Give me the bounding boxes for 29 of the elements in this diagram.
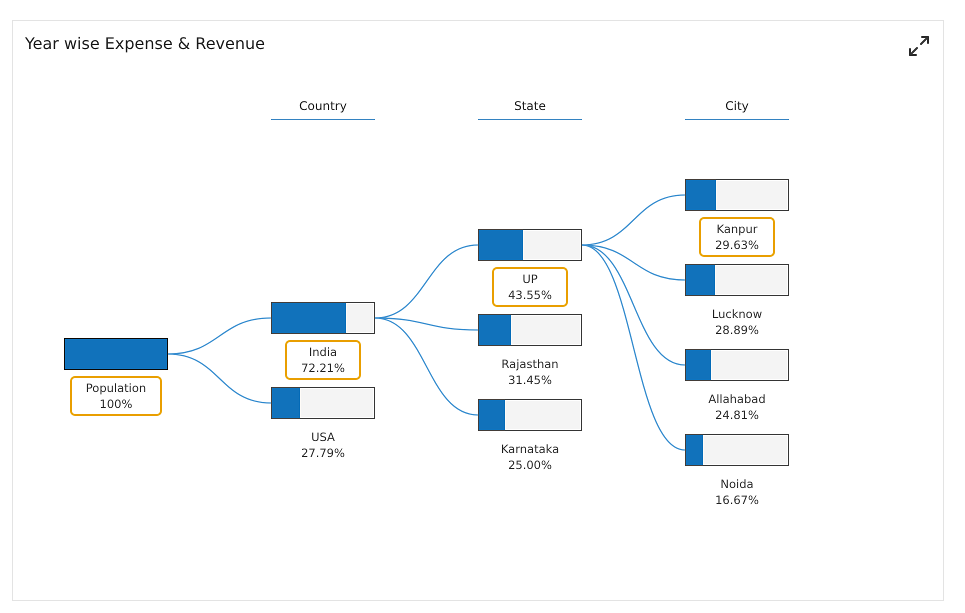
chart-title: Year wise Expense & Revenue [25, 34, 265, 53]
percent-value: 29.63% [715, 237, 759, 253]
node-name: Noida [720, 476, 754, 492]
node-name: UP [522, 271, 538, 287]
node-name: India [308, 344, 338, 360]
connector-curve [582, 244, 686, 451]
percent-value: 16.67% [715, 492, 759, 508]
node-name: Rajasthan [501, 356, 559, 372]
connector-curve [168, 317, 272, 355]
percent-value: 25.00% [508, 457, 552, 473]
percent-value: 72.21% [301, 360, 345, 376]
node-name: Karnataka [500, 441, 560, 457]
node-name: Allahabad [708, 391, 766, 407]
percent-value: 43.55% [508, 287, 552, 303]
column-header: Country [271, 99, 375, 120]
percent-value: 100% [100, 396, 132, 412]
percent-value: 27.79% [301, 445, 345, 461]
connector-curve [168, 353, 272, 404]
percent-value: 24.81% [715, 407, 759, 423]
node-name: Kanpur [716, 221, 758, 237]
connector-curve [374, 317, 478, 416]
connector-curve [374, 244, 478, 319]
percent-value: 31.45% [508, 372, 552, 388]
column-header: City [685, 99, 789, 120]
node-name: Lucknow [712, 306, 762, 322]
percent-value: 28.89% [715, 322, 759, 338]
column-header: State [478, 99, 582, 120]
node-name: USA [311, 429, 335, 445]
node-name: Population [86, 380, 146, 396]
